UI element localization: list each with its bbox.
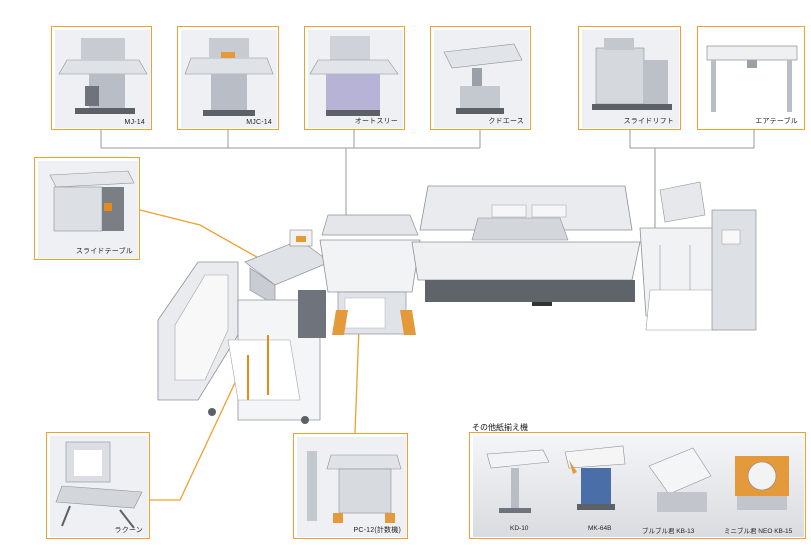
- leader-lines: [100, 130, 755, 232]
- mj14-icon: [55, 30, 150, 128]
- kudo-ace-icon: [434, 30, 529, 128]
- other-jogger-label-kd10: KD-10: [510, 525, 529, 532]
- card-mj14-label: MJ-14: [124, 119, 145, 126]
- pc12-icon: [297, 437, 406, 537]
- card-air-table-label: エアテーブル: [755, 118, 798, 125]
- auto-three-icon: [308, 30, 403, 128]
- other-jogger-label-kb15: ミニブル君 NEO KB-15: [724, 528, 793, 535]
- rakoon-machine: [157, 261, 326, 424]
- card-auto-three-label: オートスリー: [354, 118, 398, 125]
- card-mjc14-label: MJC-14: [246, 119, 272, 126]
- card-auto-three[interactable]: オートスリー: [304, 26, 405, 130]
- card-slide-lift-label: スライドリフト: [623, 118, 674, 125]
- pc12-machine: [319, 214, 421, 335]
- main-cutter-machine: [411, 185, 641, 306]
- slide-lift-machine: [639, 181, 757, 331]
- card-slide-table[interactable]: スライドテーブル: [34, 157, 140, 260]
- card-mj14[interactable]: MJ-14: [51, 26, 152, 130]
- slide-lift-icon: [582, 30, 679, 128]
- other-jogger-panel: KD-10 MK-64B ブルブル君 KB-13 ミニブル君 NEO KB-15: [469, 432, 806, 539]
- slide-table-icon: [38, 161, 138, 258]
- other-jogger-label-mk64b: MK-64B: [588, 525, 612, 532]
- other-jogger-label-kb13: ブルブル君 KB-13: [642, 528, 695, 535]
- card-slide-table-label: スライドテーブル: [75, 248, 133, 255]
- card-kudo-ace[interactable]: クドエース: [430, 26, 531, 130]
- air-table-icon: [701, 30, 803, 128]
- card-rakoon-label: ラクーン: [114, 527, 143, 534]
- card-slide-lift[interactable]: スライドリフト: [578, 26, 681, 130]
- card-pc12[interactable]: PC-12(計数機): [293, 433, 408, 539]
- kb15-icon: [735, 456, 789, 510]
- card-pc12-label: PC-12(計数機): [353, 527, 401, 534]
- mjc14-icon: [181, 30, 277, 128]
- card-kudo-ace-label: クドエース: [488, 118, 524, 125]
- card-rakoon[interactable]: ラクーン: [46, 432, 150, 539]
- other-jogger-title: その他紙揃え機: [472, 423, 528, 432]
- other-jogger-illustration: [473, 436, 804, 537]
- card-air-table[interactable]: エアテーブル: [697, 26, 805, 130]
- rakoon-icon: [50, 436, 148, 537]
- card-mjc14[interactable]: MJC-14: [177, 26, 279, 130]
- kd10-icon: [486, 449, 550, 513]
- mk64b-icon: [564, 445, 626, 510]
- kb13-icon: [648, 447, 712, 512]
